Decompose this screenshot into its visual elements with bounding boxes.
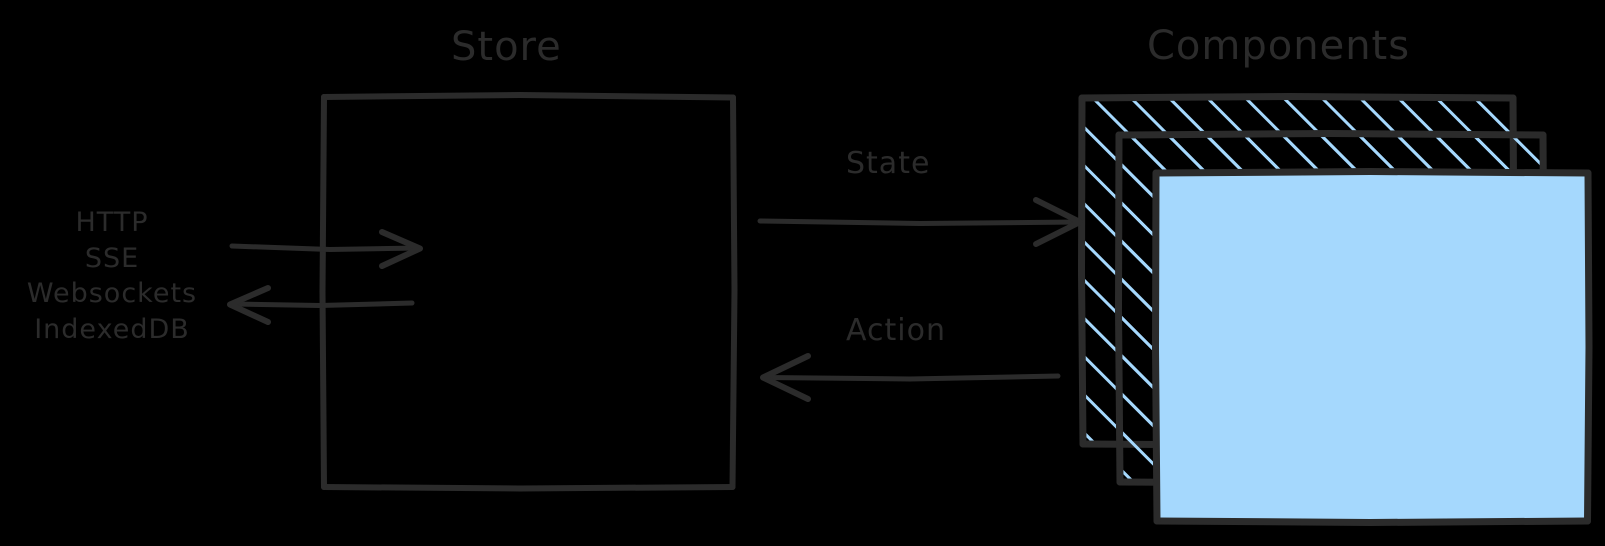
component-card-front [1151,167,1593,527]
store-box [319,91,738,492]
state-arrow [757,197,1083,247]
protocol-list: HTTP SSE Websockets IndexedDB [14,205,210,348]
protocol-item-indexeddb: IndexedDB [34,313,190,345]
inbound-arrow [229,229,423,269]
action-arrow [760,353,1061,402]
protocol-item-sse: SSE [84,242,140,274]
action-edge-label: Action [846,313,946,348]
protocol-item-http: HTTP [75,207,149,238]
outbound-arrow [227,285,415,325]
state-edge-label: State [846,146,931,181]
protocol-item-websockets: Websockets [26,278,198,310]
store-title: Store [451,24,562,70]
components-title: Components [1147,23,1411,69]
